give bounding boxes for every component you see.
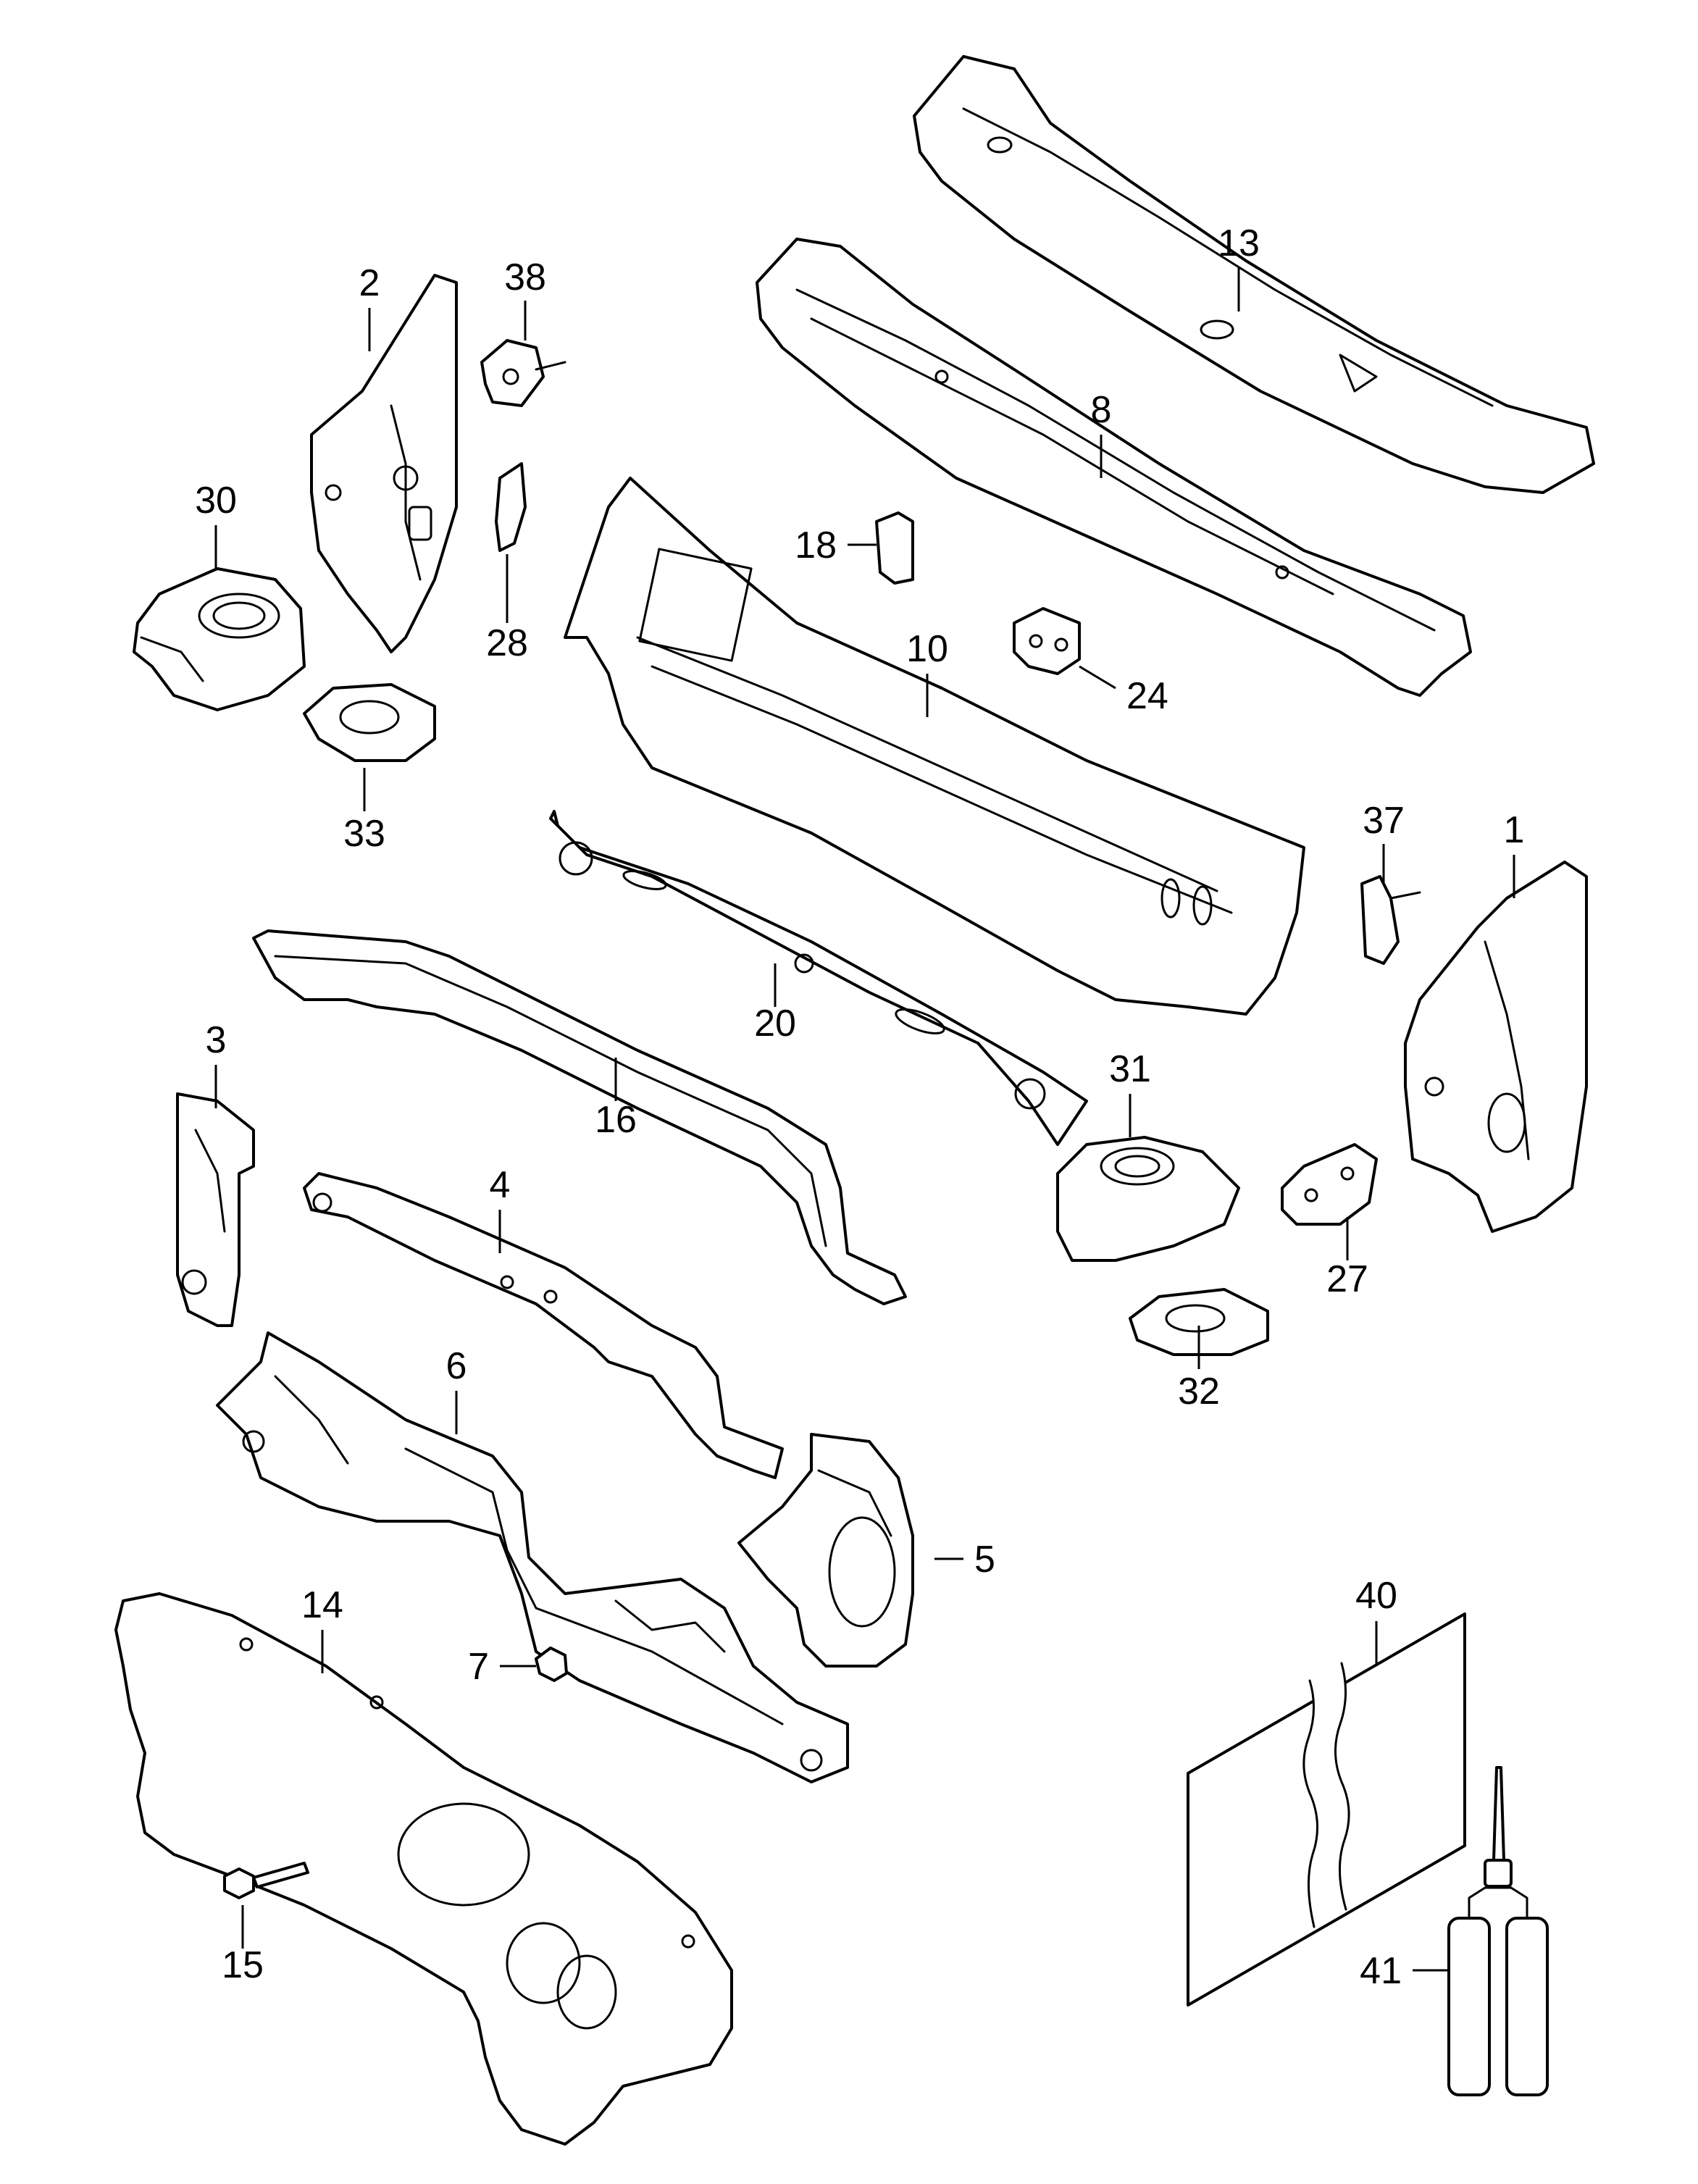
part-14-insulation-mat[interactable] xyxy=(114,1592,733,2146)
callout-38: 38 xyxy=(504,256,546,298)
part-37-bracket[interactable] xyxy=(1360,875,1421,965)
part-3-left-side-panel[interactable] xyxy=(176,1092,255,1327)
callout-14: 14 xyxy=(301,1584,343,1626)
part-41-adhesive-cartridge[interactable] xyxy=(1447,1766,1549,2096)
callout-16: 16 xyxy=(595,1099,637,1141)
callout-7: 7 xyxy=(468,1646,489,1688)
callout-18: 18 xyxy=(795,524,837,566)
part-18-bracket[interactable] xyxy=(875,511,914,585)
part-31-strut-tower-right[interactable] xyxy=(1056,1136,1240,1262)
callout-30: 30 xyxy=(195,480,237,522)
callout-5: 5 xyxy=(974,1539,995,1581)
callout-33: 33 xyxy=(343,813,385,855)
part-5-side-bracket[interactable] xyxy=(737,1433,914,1668)
part-32-strut-plate-right[interactable] xyxy=(1129,1288,1269,1356)
part-38-bracket[interactable] xyxy=(480,339,566,407)
callout-20: 20 xyxy=(754,1003,796,1045)
callout-31: 31 xyxy=(1109,1048,1151,1090)
callout-4: 4 xyxy=(490,1164,511,1206)
part-7-clip[interactable] xyxy=(535,1647,568,1682)
callout-6: 6 xyxy=(446,1345,467,1387)
part-1-right-a-pillar-panel[interactable] xyxy=(1404,861,1588,1233)
callout-41: 41 xyxy=(1360,1950,1402,1992)
part-13-plenum-upper-panel[interactable] xyxy=(913,55,1595,494)
part-6-firewall-assembly[interactable] xyxy=(216,1331,849,1783)
part-20-water-deflector[interactable] xyxy=(549,810,1088,1146)
callout-32: 32 xyxy=(1178,1371,1220,1413)
part-33-strut-plate-left[interactable] xyxy=(303,683,436,762)
callout-40: 40 xyxy=(1355,1575,1397,1617)
callout-2: 2 xyxy=(359,262,380,304)
leader-lines xyxy=(214,268,1515,1972)
part-30-strut-tower-left[interactable] xyxy=(133,567,306,711)
callout-24: 24 xyxy=(1126,675,1168,717)
callout-1: 1 xyxy=(1504,809,1525,851)
callout-27: 27 xyxy=(1326,1258,1368,1300)
callout-3: 3 xyxy=(206,1019,227,1061)
callout-28: 28 xyxy=(486,622,528,664)
callout-15: 15 xyxy=(222,1944,264,1986)
callout-13: 13 xyxy=(1218,222,1260,264)
part-28-strip[interactable] xyxy=(495,462,527,552)
part-8-cowl-cross-member[interactable] xyxy=(756,238,1472,697)
callout-labels: 1 2 3 4 5 6 7 8 10 13 14 15 16 18 20 24 … xyxy=(195,222,1524,1992)
part-16-cross-member[interactable] xyxy=(252,929,907,1305)
callout-10: 10 xyxy=(906,628,948,670)
callout-8: 8 xyxy=(1091,389,1112,431)
part-27-bracket[interactable] xyxy=(1281,1143,1378,1226)
part-40-repair-material-sheet[interactable] xyxy=(1187,1612,1466,2007)
part-15-bolt[interactable] xyxy=(223,1862,309,1899)
part-2-left-a-pillar-panel[interactable] xyxy=(310,274,458,653)
part-4-reinforcement-bar[interactable] xyxy=(303,1172,784,1479)
part-24-bracket[interactable] xyxy=(1013,607,1081,675)
part-10-cowl-panel[interactable] xyxy=(564,477,1305,1016)
callout-37: 37 xyxy=(1363,800,1405,842)
